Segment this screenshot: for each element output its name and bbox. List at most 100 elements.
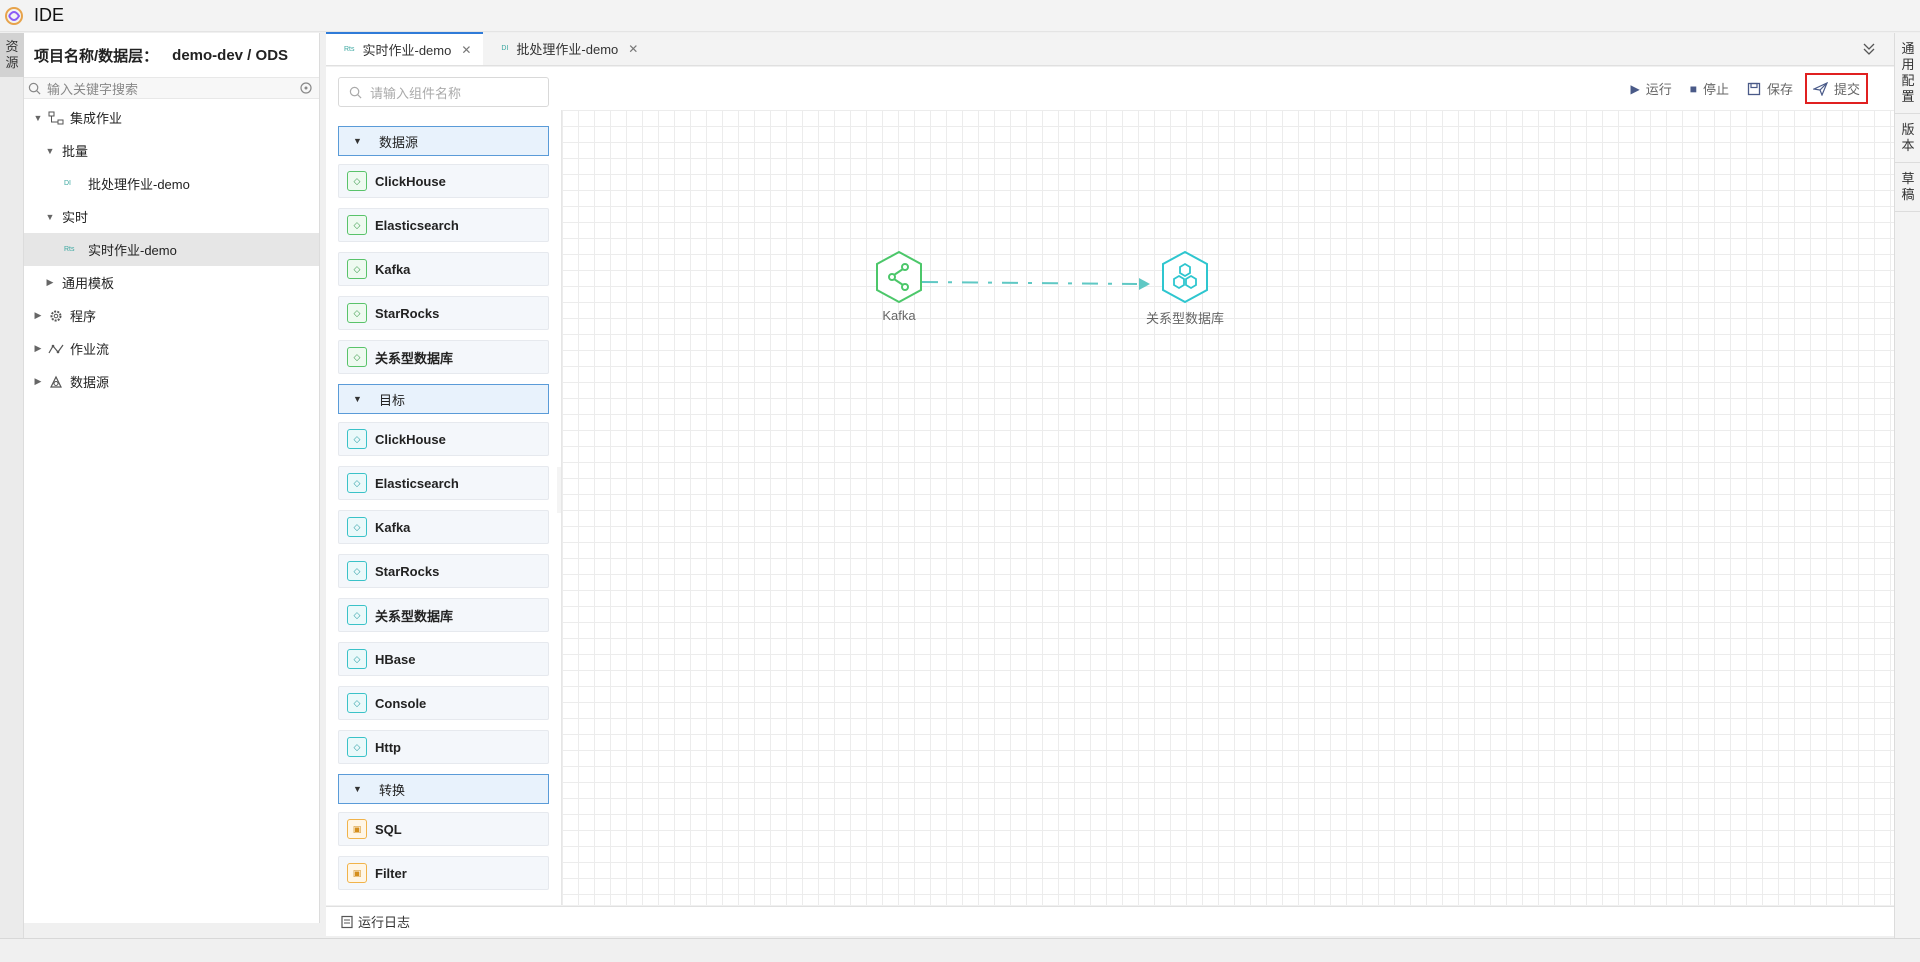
component-icon: ▣ (347, 863, 367, 883)
component-icon: ◇ (347, 517, 367, 537)
component-icon: ◇ (347, 561, 367, 581)
palette-component[interactable]: ◇Kafka (338, 510, 549, 544)
resource-panel: 项目名称/数据层： demo-dev / ODS 输入关键字搜索 ▼ 集成作业 … (24, 33, 320, 923)
general-config-tab[interactable]: 通 用 配 置 (1895, 33, 1920, 114)
collapse-triangle-icon[interactable]: ▼ (353, 136, 362, 146)
component-icon: ◇ (347, 605, 367, 625)
relational-db-node-icon (1162, 250, 1208, 304)
run-button[interactable]: ▶ 运行 (1630, 81, 1672, 98)
kafka-node-icon (876, 250, 922, 304)
collapse-arrow-icon[interactable]: ▶ (34, 310, 42, 320)
palette-component[interactable]: ◇Kafka (338, 252, 549, 286)
component-icon: ◇ (347, 429, 367, 449)
component-icon: ◇ (347, 171, 367, 191)
workflow-icon (48, 344, 64, 353)
tab-realtime-demo[interactable]: Rts 实时作业-demo ✕ (326, 32, 484, 65)
di-tag-icon: DI (501, 45, 509, 52)
collapse-triangle-icon[interactable]: ▼ (353, 784, 362, 794)
canvas-toolbar: ▶ 运行 ■ 停止 保存 提交 (561, 67, 1894, 110)
double-chevron-down-icon[interactable] (1862, 42, 1876, 56)
component-icon: ◇ (347, 737, 367, 757)
close-icon[interactable]: ✕ (461, 42, 472, 57)
tree-item-batch[interactable]: ▼ 批量 (45, 144, 89, 159)
flow-canvas[interactable]: Kafka 关系型数据库 (561, 110, 1894, 905)
app-title: IDE (34, 5, 65, 25)
save-icon (1747, 82, 1761, 95)
search-icon (28, 82, 41, 94)
collapse-arrow-icon[interactable]: ▶ (46, 277, 54, 287)
di-tag-icon: DI (64, 180, 71, 187)
tree-item-templates[interactable]: ▶ 通用模板 (24, 266, 319, 299)
gear-icon (50, 310, 62, 321)
collapse-palette-handle[interactable]: ‹ (557, 467, 561, 513)
component-icon: ◇ (347, 693, 367, 713)
collapse-arrow-icon[interactable]: ▶ (34, 343, 42, 353)
palette-category[interactable]: ▼目标 (338, 384, 549, 414)
resource-search[interactable]: 输入关键字搜索 (24, 77, 319, 99)
tree-item-realtime-demo[interactable]: Rts 实时作业-demo (24, 233, 319, 266)
canvas-node-rdb[interactable]: 关系型数据库 (1140, 250, 1230, 327)
tree-item-realtime[interactable]: ▼ 实时 (45, 210, 89, 225)
collapse-arrow-icon[interactable]: ▶ (34, 376, 42, 386)
rts-tag-icon: Rts (64, 246, 75, 253)
tab-batch-demo[interactable]: DI 批处理作业-demo ✕ (501, 41, 639, 58)
palette-category[interactable]: ▼转换 (338, 774, 549, 804)
palette-component[interactable]: ◇Elasticsearch (338, 208, 549, 242)
component-icon: ◇ (347, 473, 367, 493)
palette-component[interactable]: ◇HBase (338, 642, 549, 676)
close-icon[interactable]: ✕ (628, 41, 639, 56)
locate-icon[interactable] (299, 81, 313, 95)
component-icon: ◇ (347, 347, 367, 367)
expand-arrow-icon[interactable]: ▼ (33, 112, 43, 123)
search-input[interactable]: 输入关键字搜索 (47, 81, 139, 97)
palette-component[interactable]: ◇Elasticsearch (338, 466, 549, 500)
expand-arrow-icon[interactable]: ▼ (45, 211, 55, 222)
component-palette: 请输入组件名称 ▼数据源 ◇ClickHouse ◇Elasticsearch ◇Ka… (326, 67, 561, 905)
left-side-strip: 资 源 (0, 33, 24, 938)
palette-component[interactable]: ◇关系型数据库 (338, 598, 549, 632)
play-icon: ▶ (1630, 81, 1640, 96)
palette-component[interactable]: ◇ClickHouse (338, 422, 549, 456)
palette-component[interactable]: ◇Http (338, 730, 549, 764)
palette-component[interactable]: ◇StarRocks (338, 296, 549, 330)
palette-component[interactable]: ◇StarRocks (338, 554, 549, 588)
tree-item-workflow[interactable]: ▶ 作业流 (24, 332, 319, 365)
palette-category[interactable]: ▼数据源 (338, 126, 549, 156)
status-bar (0, 938, 1920, 962)
tree-item-programs[interactable]: ▶ 程序 (24, 299, 319, 332)
component-search-input[interactable]: 请输入组件名称 (338, 77, 549, 107)
run-log-button[interactable]: 运行日志 (358, 915, 411, 930)
editor-tab-bar: Rts 实时作业-demo ✕ DI 批处理作业-demo ✕ (326, 32, 1894, 66)
project-header: 项目名称/数据层： demo-dev / ODS (24, 33, 319, 77)
palette-component[interactable]: ◇关系型数据库 (338, 340, 549, 374)
tree-item-batch-demo[interactable]: DI 批处理作业-demo (64, 177, 190, 192)
flow-edge[interactable] (921, 281, 1138, 285)
version-tab[interactable]: 版 本 (1895, 114, 1920, 163)
editor-area: 请输入组件名称 ▼数据源◇ClickHouse◇Elasticsearch◇Ka… (326, 67, 1894, 905)
collapse-triangle-icon[interactable]: ▼ (353, 394, 362, 404)
submit-button[interactable]: 提交 (1804, 73, 1868, 104)
project-label: 项目名称/数据层： (34, 47, 159, 65)
tree-item-datasource[interactable]: ▶ 数据源 (24, 365, 319, 398)
project-value: demo-dev / ODS (172, 46, 289, 64)
palette-component[interactable]: ◇Console (338, 686, 549, 720)
expand-arrow-icon[interactable]: ▼ (45, 145, 55, 156)
resource-tree: ▼ 集成作业 ▼ 批量 DI 批处理作业-demo ▼ 实时 Rts 实时作业-… (24, 99, 319, 398)
palette-component[interactable]: ◇ClickHouse (338, 164, 549, 198)
right-side-strip: 通 用 配 置 版 本 草 稿 (1894, 33, 1920, 938)
title-bar: IDE (0, 0, 1920, 32)
component-icon: ◇ (347, 259, 367, 279)
resource-side-tab[interactable]: 资 源 (0, 33, 24, 77)
component-icon: ◇ (347, 215, 367, 235)
save-button[interactable]: 保存 (1747, 79, 1793, 98)
stop-button[interactable]: ■ 停止 (1689, 81, 1729, 98)
palette-component[interactable]: ▣SQL (338, 812, 549, 846)
integration-icon (48, 111, 64, 124)
component-icon: ◇ (347, 649, 367, 669)
canvas-node-kafka[interactable]: Kafka (872, 250, 926, 323)
palette-component[interactable]: ▣Filter (338, 856, 549, 890)
tree-item-integration[interactable]: ▼ 集成作业 (33, 111, 123, 126)
draft-tab[interactable]: 草 稿 (1895, 163, 1920, 212)
app-logo-icon (5, 6, 23, 25)
bottom-bar: 运行日志 (326, 906, 1894, 936)
